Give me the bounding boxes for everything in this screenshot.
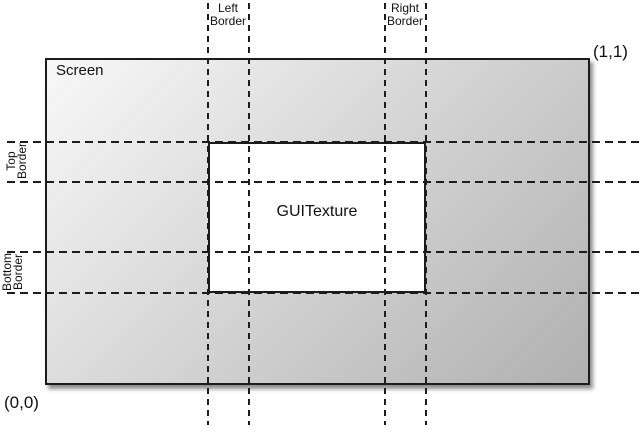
top-border-inset-line — [7, 181, 640, 183]
right-border-label-line2: Border — [386, 14, 424, 28]
origin-coordinate-label: (0,0) — [4, 393, 39, 412]
top-border-label-line2: Border — [15, 142, 29, 180]
right-border-edge-line — [425, 3, 427, 425]
guitexture-label: GUITexture — [276, 203, 358, 220]
left-border-inset-line — [248, 3, 250, 425]
left-border-label-line2: Border — [209, 14, 247, 28]
bottom-border-edge-line — [7, 292, 640, 294]
bottom-border-label: Bottom Border — [0, 242, 26, 302]
left-border-label-line1: Left — [217, 1, 238, 15]
left-border-edge-line — [207, 3, 209, 425]
bottom-border-inset-line — [7, 251, 640, 253]
left-border-label: Left Border — [198, 2, 258, 27]
top-right-coordinate-label: (1,1) — [593, 42, 628, 61]
screen-label: Screen — [56, 62, 104, 79]
top-border-edge-line — [7, 141, 640, 143]
top-border-label: Top Border — [4, 131, 30, 191]
right-border-inset-line — [384, 3, 386, 425]
guitexture-rect — [208, 142, 426, 293]
bottom-border-label-line2: Border — [11, 253, 25, 291]
right-border-label: Right Border — [375, 2, 435, 27]
right-border-label-line1: Right — [390, 1, 419, 15]
